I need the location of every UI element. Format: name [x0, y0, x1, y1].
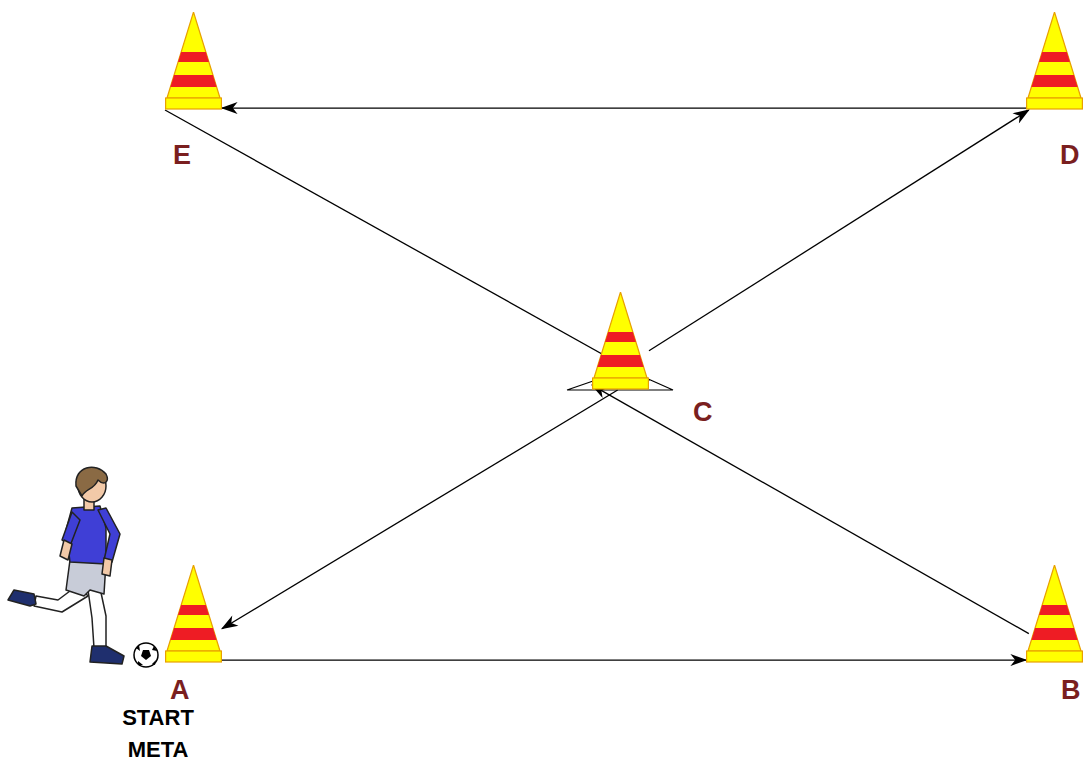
- cone-shape: [592, 292, 649, 390]
- run-path-arrow: [222, 107, 1026, 108]
- run-path-arrow: [222, 390, 618, 629]
- run-path-arrow: [222, 659, 1026, 660]
- cone-stripe: [1039, 52, 1070, 62]
- start-label: START META: [108, 702, 208, 766]
- cone-base: [166, 651, 222, 662]
- cone-stripe: [178, 52, 209, 62]
- cone-stripe: [178, 605, 209, 615]
- cone-shape: [1026, 565, 1083, 663]
- loop-line: [567, 378, 673, 390]
- cone-node: E: [165, 12, 222, 110]
- cone-letter: B: [1061, 675, 1081, 705]
- run-path-arrow: [649, 110, 1029, 351]
- cone-base: [593, 378, 649, 389]
- cone-letter: E: [173, 140, 191, 170]
- cone-body: [1028, 12, 1081, 98]
- cone-stripe: [1039, 605, 1070, 615]
- cone-body: [167, 565, 220, 651]
- cone-body: [167, 12, 220, 98]
- cone-stripe: [605, 332, 636, 342]
- cone-letter: A: [170, 675, 190, 705]
- cone-letter: C: [693, 397, 713, 427]
- cone-stripe: [1031, 75, 1077, 87]
- cone-stripe: [597, 355, 643, 367]
- cone-stripe: [170, 628, 216, 640]
- cone-node: C: [592, 292, 649, 390]
- cone-shape: [165, 565, 222, 663]
- cone-base: [166, 98, 222, 109]
- cone-body: [594, 292, 647, 378]
- cone-stripe: [170, 75, 216, 87]
- run-path-arrow: [165, 110, 649, 380]
- cone-node: D: [1026, 12, 1083, 110]
- soccer-ball: [134, 643, 158, 667]
- cone-node: A: [165, 565, 222, 663]
- cone-stripe: [1031, 628, 1077, 640]
- cone-shape: [165, 12, 222, 110]
- cone-body: [1028, 565, 1081, 651]
- cone-base: [1027, 651, 1083, 662]
- cone-node: B: [1026, 565, 1083, 663]
- player-figure: [8, 467, 124, 664]
- cone-shape: [1026, 12, 1083, 110]
- cone-base: [1027, 98, 1083, 109]
- run-path-arrow: [592, 385, 1029, 633]
- cone-letter: D: [1060, 140, 1080, 170]
